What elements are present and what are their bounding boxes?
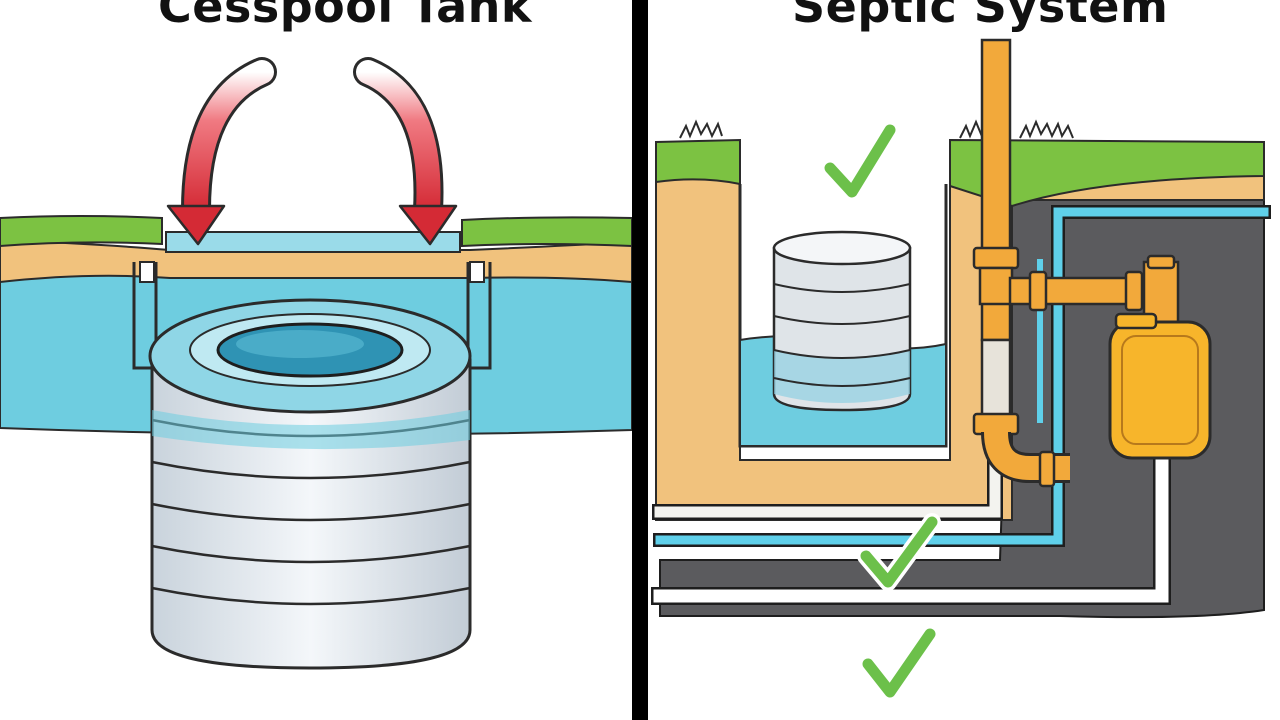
grass-left [655, 138, 741, 186]
pit-water [165, 231, 461, 253]
septic-tank-small [772, 230, 912, 412]
check-icon-middle [857, 513, 941, 591]
pipe-to-pump [1008, 254, 1180, 324]
grass-right [461, 216, 632, 248]
check-icon-bottom [859, 625, 939, 701]
vent-pipe [972, 38, 1020, 436]
cesspool-illustration [0, 57, 632, 670]
pump-unit [1108, 312, 1212, 460]
septic-title: Septic System [792, 0, 1169, 33]
cesspool-title: Cesspool Tank [158, 0, 532, 33]
red-arrow-left-icon [166, 57, 277, 246]
pit-wall-left [132, 262, 158, 370]
check-icon-top [821, 121, 899, 201]
panel-divider [632, 0, 648, 720]
outlet-pipe [981, 431, 1070, 488]
grass-left [0, 215, 163, 248]
red-arrow-right-icon [353, 57, 458, 246]
pit-wall-right [466, 262, 492, 370]
grass-right [949, 138, 1265, 208]
